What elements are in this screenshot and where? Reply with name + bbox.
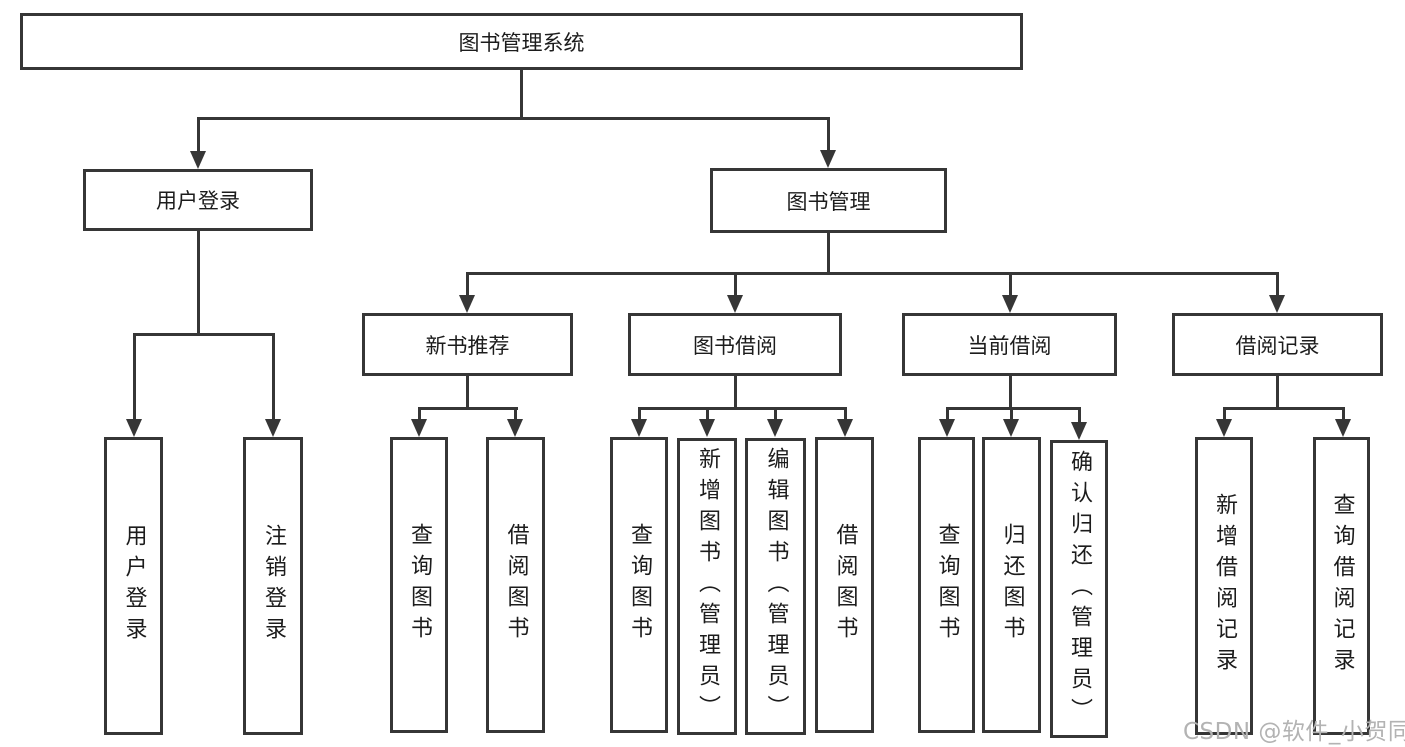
leaf-borrow-books-1: 借阅图书 bbox=[486, 437, 545, 733]
csdn-watermark: CSDN @软件_小贺同学 bbox=[1183, 719, 1405, 745]
leaf-label: 查询图书 bbox=[934, 523, 960, 647]
edge-newbook-bus bbox=[418, 407, 518, 410]
edge-drop bbox=[844, 407, 847, 421]
leaf-label: 注销登录 bbox=[261, 524, 286, 648]
edge-root-bus bbox=[197, 117, 830, 120]
edge-userlogin-stem bbox=[197, 231, 200, 336]
edge-drop bbox=[1276, 272, 1279, 297]
arrowhead-icon bbox=[1003, 419, 1019, 437]
node-label: 新书推荐 bbox=[425, 333, 510, 358]
leaf-query-books-1: 查询图书 bbox=[390, 437, 448, 733]
arrowhead-icon bbox=[126, 419, 142, 437]
edge-drop bbox=[946, 407, 949, 421]
node-label: 当前借阅 bbox=[967, 333, 1052, 358]
leaf-label: 借阅图书 bbox=[832, 523, 858, 647]
arrowhead-icon bbox=[631, 419, 647, 437]
edge-drop bbox=[1009, 272, 1012, 297]
arrowhead-icon bbox=[1335, 419, 1351, 437]
edge-drop bbox=[466, 272, 469, 297]
arrowhead-icon bbox=[699, 419, 715, 437]
edge-drop bbox=[638, 407, 641, 421]
edge-userlogin-bus bbox=[133, 333, 275, 336]
arrowhead-icon bbox=[727, 295, 743, 313]
edge-drop bbox=[1078, 407, 1081, 423]
edge-borrow-bus bbox=[638, 407, 847, 410]
node-label: 图书管理 bbox=[786, 189, 871, 214]
arrowhead-icon bbox=[265, 419, 281, 437]
edge-current-stem bbox=[1009, 376, 1012, 410]
arrowhead-icon bbox=[411, 419, 427, 437]
leaf-query-books-3: 查询图书 bbox=[918, 437, 975, 733]
node-label: 用户登录 bbox=[156, 189, 240, 213]
arrowhead-icon bbox=[1071, 422, 1087, 440]
edge-bookmgmt-stem bbox=[827, 233, 830, 275]
edge-drop bbox=[774, 407, 777, 421]
edge-drop bbox=[418, 407, 421, 421]
leaf-label: 查询图书 bbox=[627, 523, 652, 647]
leaf-confirm-return-admin: 确认归还（管理员） bbox=[1050, 440, 1108, 738]
edge-drop bbox=[197, 117, 200, 152]
leaf-label: 编辑图书（管理员） bbox=[763, 447, 789, 726]
edge-root-stem bbox=[520, 70, 523, 118]
arrowhead-icon bbox=[507, 419, 523, 437]
leaf-label: 新增借阅记录 bbox=[1212, 493, 1237, 679]
leaf-user-login: 用户登录 bbox=[104, 437, 163, 735]
edge-drop bbox=[706, 407, 709, 421]
edge-records-stem bbox=[1276, 376, 1279, 410]
edge-drop bbox=[1223, 407, 1226, 421]
edge-borrow-stem bbox=[734, 376, 737, 410]
leaf-label: 借阅图书 bbox=[503, 523, 529, 647]
arrowhead-icon bbox=[1269, 295, 1285, 313]
edge-drop bbox=[734, 272, 737, 297]
node-borrow-records: 借阅记录 bbox=[1172, 313, 1383, 376]
edge-drop bbox=[1342, 407, 1345, 421]
leaf-add-borrow-record: 新增借阅记录 bbox=[1195, 437, 1253, 735]
node-label: 借阅记录 bbox=[1235, 333, 1320, 358]
leaf-label: 用户登录 bbox=[121, 524, 147, 648]
leaf-label: 查询借阅记录 bbox=[1329, 493, 1355, 679]
leaf-label: 归还图书 bbox=[999, 523, 1025, 647]
arrowhead-icon bbox=[820, 150, 836, 168]
node-new-book-recommend: 新书推荐 bbox=[362, 313, 573, 376]
node-current-borrow: 当前借阅 bbox=[902, 313, 1117, 376]
edge-bookmgmt-bus bbox=[466, 272, 1279, 275]
edge-drop bbox=[272, 333, 275, 419]
edge-drop bbox=[1010, 407, 1013, 421]
edge-drop bbox=[133, 333, 136, 419]
leaf-query-borrow-record: 查询借阅记录 bbox=[1313, 437, 1370, 735]
leaf-add-books-admin: 新增图书（管理员） bbox=[677, 438, 737, 735]
edge-newbook-stem bbox=[466, 376, 469, 410]
edge-current-bus bbox=[946, 407, 1081, 410]
leaf-label: 查询图书 bbox=[407, 523, 432, 647]
arrowhead-icon bbox=[939, 419, 955, 437]
edge-drop bbox=[514, 407, 517, 421]
node-root-label: 图书管理系统 bbox=[458, 30, 585, 55]
arrowhead-icon bbox=[459, 295, 475, 313]
node-book-management-branch: 图书管理 bbox=[710, 168, 947, 233]
arrowhead-icon bbox=[767, 419, 783, 437]
leaf-label: 新增图书（管理员） bbox=[695, 447, 720, 726]
arrowhead-icon bbox=[1002, 295, 1018, 313]
arrowhead-icon bbox=[837, 419, 853, 437]
node-book-borrow: 图书借阅 bbox=[628, 313, 842, 376]
leaf-borrow-books-2: 借阅图书 bbox=[815, 437, 874, 733]
edge-drop bbox=[827, 117, 830, 151]
leaf-return-books: 归还图书 bbox=[982, 437, 1041, 733]
node-root-system: 图书管理系统 bbox=[20, 13, 1023, 70]
node-label: 图书借阅 bbox=[693, 333, 777, 358]
leaf-query-books-2: 查询图书 bbox=[610, 437, 668, 733]
node-user-login-branch: 用户登录 bbox=[83, 169, 313, 231]
edge-records-bus bbox=[1223, 407, 1345, 410]
leaf-label: 确认归还（管理员） bbox=[1067, 449, 1092, 729]
arrowhead-icon bbox=[1216, 419, 1232, 437]
arrowhead-icon bbox=[190, 151, 206, 169]
leaf-edit-books-admin: 编辑图书（管理员） bbox=[745, 438, 806, 735]
leaf-logout: 注销登录 bbox=[243, 437, 303, 735]
